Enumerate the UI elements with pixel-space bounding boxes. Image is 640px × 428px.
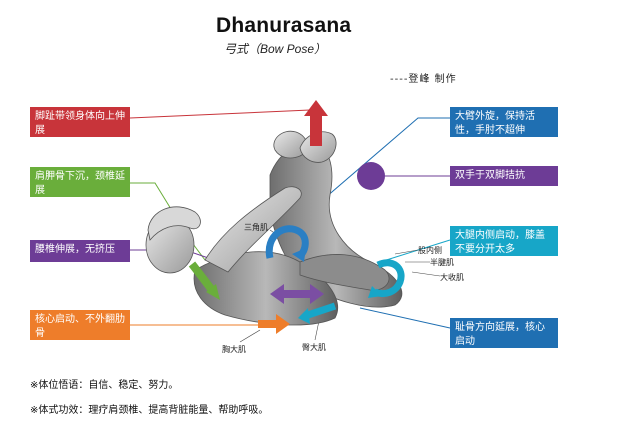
- callout-upper-arm: 大臂外旋，保持活性，手肘不超伸: [450, 107, 558, 137]
- callout-hands-feet-text: 双手于双脚拮抗: [455, 170, 525, 181]
- callout-inner-thigh: 大腿内侧启动，膝盖不要分开太多: [450, 226, 558, 256]
- callout-lumbar: 腰椎伸展，无挤压: [30, 240, 130, 262]
- callout-core: 核心启动、不外翻肋骨: [30, 310, 130, 340]
- page-title: Dhanurasana: [216, 14, 352, 37]
- arrow-green: [188, 261, 220, 300]
- callout-upper-arm-text: 大臂外旋，保持活性，手肘不超伸: [455, 111, 535, 136]
- callout-pubis-text: 耻骨方向延展，核心启动: [455, 322, 545, 347]
- callout-lumbar-text: 腰椎伸展，无挤压: [35, 244, 115, 255]
- callout-hands-feet: 双手于双脚拮抗: [450, 166, 558, 186]
- rotation-arc-thigh: [373, 259, 405, 298]
- connector-toes: [129, 109, 311, 119]
- callout-scapula-text: 肩胛骨下沉，颈椎延展: [35, 171, 125, 196]
- arrow-lightblue: [298, 302, 337, 324]
- callout-pubis: 耻骨方向延展，核心启动: [450, 318, 558, 348]
- note-benefits: ※体式功效：理疗肩颈椎、提高背脏能量、帮助呼吸。: [30, 405, 269, 416]
- arrow-orange: [258, 314, 290, 334]
- callout-inner-thigh-text: 大腿内侧启动，膝盖不要分开太多: [455, 230, 545, 255]
- callout-toes-text: 脚趾带领身体向上伸展: [35, 111, 125, 136]
- label-gluteus-maximus: 臀大肌: [302, 343, 326, 352]
- hands-feet-ball: [357, 162, 385, 190]
- connector-inner-thigh: [379, 239, 451, 263]
- note-insight: ※体位悟语：自信、稳定、努力。: [30, 380, 179, 391]
- callout-core-text: 核心启动、不外翻肋骨: [35, 314, 125, 339]
- label-deltoid: 三角肌: [244, 223, 268, 232]
- label-semitendinosus: 半腱肌: [430, 258, 454, 267]
- connector-upper-arm: [289, 117, 450, 229]
- credit-line: ----登峰 制作: [390, 74, 457, 85]
- label-adductor-magnus: 大收肌: [440, 273, 464, 282]
- label-pectoralis-major: 胸大肌: [222, 345, 246, 354]
- label-vastus-medialis: 股内侧: [418, 246, 442, 255]
- page-subtitle: 弓式（Bow Pose）: [224, 42, 327, 56]
- callout-toes: 脚趾带领身体向上伸展: [30, 107, 130, 137]
- callout-scapula: 肩胛骨下沉，颈椎延展: [30, 167, 130, 197]
- figure-body: [145, 130, 403, 326]
- arrow-up-red: [304, 100, 328, 146]
- arrow-purple-double: [270, 284, 324, 304]
- connector-pubis: [359, 307, 451, 329]
